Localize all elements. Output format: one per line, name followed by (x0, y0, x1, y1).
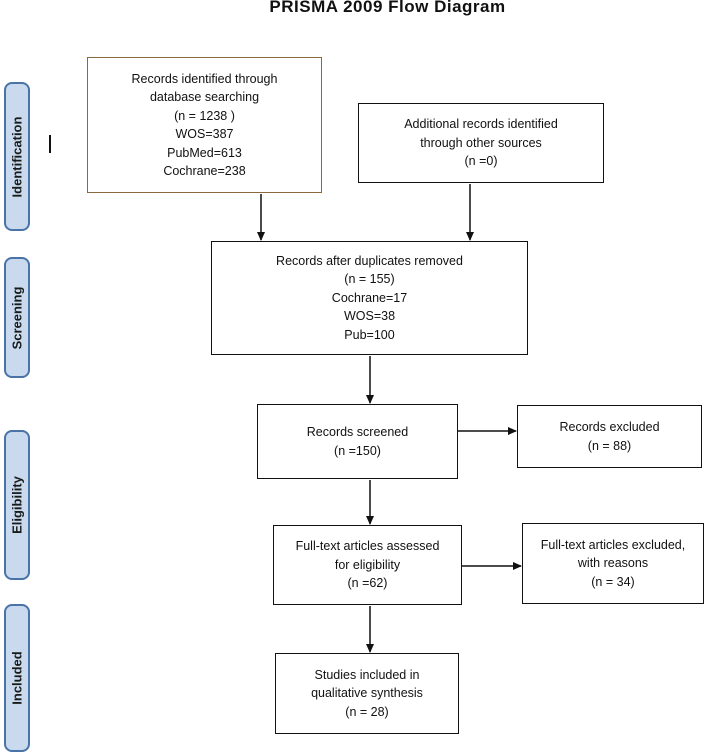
box-records-excluded: Records excluded (n = 88) (517, 405, 702, 468)
stage-eligibility: Eligibility (4, 430, 30, 580)
stage-included: Included (4, 604, 30, 752)
stage-identification: Identification (4, 82, 30, 231)
box-records-screened: Records screened (n =150) (257, 404, 458, 479)
stray-mark (49, 135, 51, 153)
box-additional-records: Additional records identified through ot… (358, 103, 604, 183)
page-title: PRISMA 2009 Flow Diagram (269, 0, 506, 16)
stage-screening: Screening (4, 257, 30, 378)
box-fulltext-excluded: Full-text articles excluded, with reason… (522, 523, 704, 604)
box-database-search: Records identified through database sear… (87, 57, 322, 193)
box-studies-included: Studies included in qualitative synthesi… (275, 653, 459, 734)
box-fulltext-assessed: Full-text articles assessed for eligibil… (273, 525, 462, 605)
box-after-duplicates: Records after duplicates removed (n = 15… (211, 241, 528, 355)
